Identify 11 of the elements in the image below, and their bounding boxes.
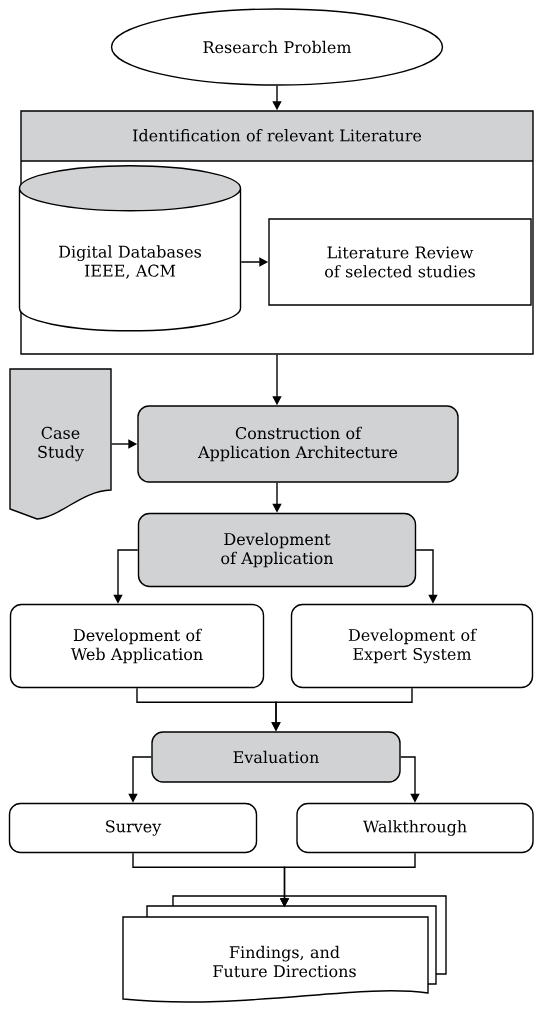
process-box: Development of Expert System (290, 603, 534, 689)
process-box: Construction of Application Architecture (137, 405, 459, 483)
process-box: Walkthrough (296, 802, 534, 854)
node-label: Digital Databases IEEE, ACM (59, 245, 202, 279)
database-cylinder: Digital Databases IEEE, ACM (18, 165, 242, 332)
process-box: Development of Web Application (9, 603, 265, 689)
process-box: Development of Application (137, 512, 417, 588)
process-box: Survey (8, 802, 258, 854)
process-box: Literature Review of selected studies (268, 218, 532, 306)
node-label: Findings, and Future Directions (213, 945, 356, 978)
process-box: Evaluation (151, 731, 401, 783)
